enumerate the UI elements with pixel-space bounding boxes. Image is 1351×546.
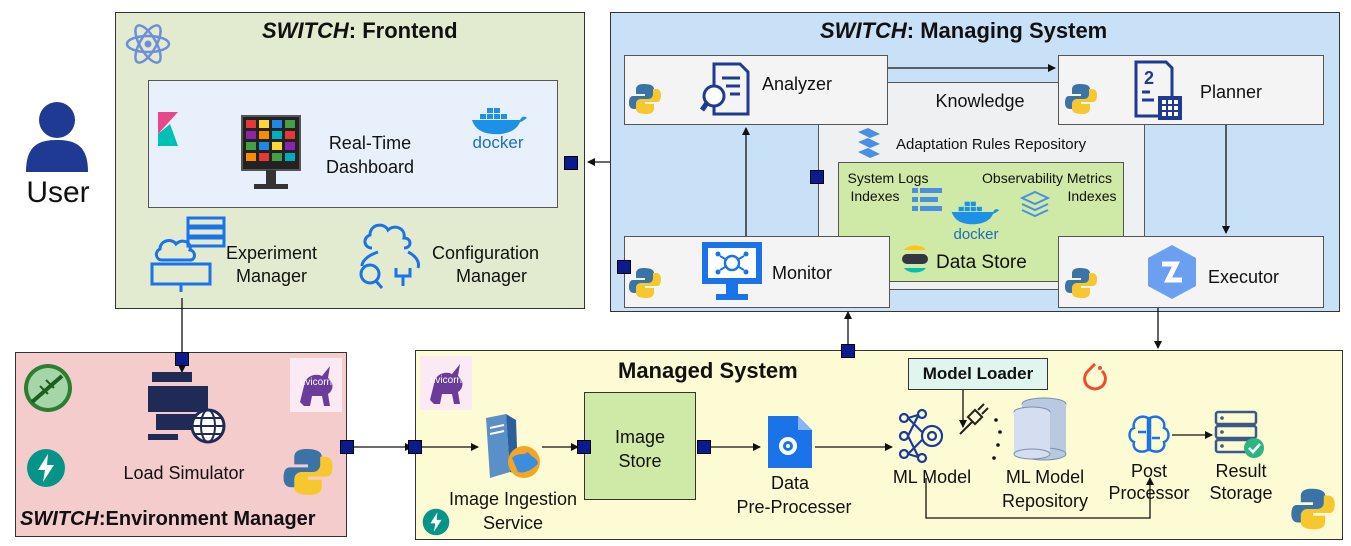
- locust-icon: [24, 364, 72, 412]
- result-storage-icon: [1214, 410, 1264, 458]
- unicorn-text: uvicorn: [299, 377, 333, 388]
- frontend-title: SWITCH: Frontend: [262, 18, 458, 44]
- unicorn-icon: [290, 358, 342, 412]
- document-gear-icon: [768, 416, 812, 468]
- post-processor-label-1: Post: [1130, 461, 1168, 481]
- monitor-screen-icon: [702, 242, 762, 300]
- arrow-ml-to-post: [925, 477, 1154, 519]
- executor-hexagon-icon: [1148, 245, 1196, 299]
- ml-model-label: ML Model: [892, 467, 972, 487]
- elasticsearch-icon: [902, 245, 928, 273]
- experiment-label-2: Manager: [236, 266, 308, 286]
- python-icon: [629, 84, 661, 114]
- server-globe-icon: [486, 414, 540, 478]
- frontend-title-italic: SWITCH: [262, 18, 349, 43]
- kibana-icon: [158, 112, 178, 146]
- port-store-right[interactable]: [697, 440, 711, 454]
- docker-icon: [951, 201, 1000, 225]
- dashboard-label-2: Dashboard: [325, 157, 415, 177]
- post-processor-brain-icon: [1128, 415, 1170, 453]
- python-icon: [629, 268, 661, 298]
- configuration-manager-icon: [359, 223, 420, 289]
- planner-icon-digit: 2: [1144, 68, 1154, 88]
- docker-text: docker: [472, 133, 524, 152]
- image-ingestion-label-1: Image Ingestion: [448, 489, 578, 509]
- managed-system-title: Managed System: [618, 358, 798, 383]
- observability-label-2: Indexes: [1067, 188, 1117, 204]
- database-icon: [1013, 397, 1067, 461]
- managing-title-rest: : Managing System: [906, 18, 1108, 43]
- load-simulator-icon: [148, 372, 226, 444]
- data-pre-label-2: Pre-Processer: [736, 497, 852, 517]
- analyzer-box[interactable]: [624, 55, 888, 125]
- executor-label: Executor: [1208, 267, 1280, 287]
- pytorch-icon: [1083, 362, 1107, 391]
- port-frontend-right[interactable]: [564, 156, 578, 170]
- data-pre-label-1: Data: [770, 473, 810, 493]
- plug-connector-icon: [959, 403, 989, 435]
- fastapi-icon: [27, 449, 65, 487]
- system-logs-label-2: Indexes: [850, 188, 900, 204]
- model-loader-label: Model Loader: [922, 364, 1034, 383]
- managing-system-title: SWITCH: Managing System: [820, 18, 1107, 44]
- monitor-label: Monitor: [772, 263, 833, 283]
- managing-title-italic: SWITCH: [820, 18, 907, 43]
- image-store-label-1: Image: [614, 427, 666, 447]
- result-storage-label-2: Storage: [1209, 483, 1273, 503]
- frontend-title-rest: : Frontend: [348, 18, 458, 43]
- planner-label: Planner: [1200, 82, 1263, 102]
- rules-repository-label: Adaptation Rules Repository: [896, 136, 1087, 153]
- user-icon: [26, 102, 88, 172]
- dashboard-box[interactable]: [148, 80, 558, 208]
- ml-repo-label-2: Repository: [1001, 491, 1089, 511]
- model-loader-box[interactable]: [908, 358, 1048, 390]
- configuration-label-2: Manager: [456, 266, 528, 286]
- port-env-top[interactable]: [175, 352, 189, 366]
- result-storage-label-1: Result: [1215, 461, 1267, 481]
- experiment-manager-icon: [150, 216, 226, 292]
- analyzer-document-search-icon: [700, 62, 750, 116]
- docker-text: docker: [953, 226, 999, 243]
- user-label: User: [26, 176, 90, 209]
- image-ingestion-label-2: Service: [482, 513, 544, 533]
- logs-index-icon: [912, 188, 942, 211]
- rules-repository-icon: [858, 128, 880, 158]
- planner-box[interactable]: [1058, 55, 1324, 125]
- data-store-label: Data Store: [936, 252, 1027, 273]
- metrics-index-icon: [1020, 190, 1050, 218]
- fastapi-icon: [422, 508, 450, 536]
- ml-model-icon: [898, 408, 944, 464]
- python-icon: [1065, 268, 1097, 298]
- react-icon: [125, 24, 171, 64]
- port-managed-top[interactable]: [841, 344, 855, 358]
- observability-label-1: Observability Metrics: [982, 170, 1112, 186]
- port-managed-left[interactable]: [408, 440, 422, 454]
- environment-title: SWITCH:Environment Manager: [20, 508, 316, 531]
- dashboard-label-1: Real-Time: [328, 133, 412, 153]
- port-knowledge-left[interactable]: [810, 170, 824, 184]
- ml-repo-label-1: ML Model: [1005, 467, 1085, 487]
- unicorn-icon: [420, 356, 472, 410]
- python-icon: [1291, 488, 1335, 530]
- docker-icon: [472, 108, 527, 135]
- environment-title-italic: SWITCH: [20, 508, 99, 530]
- analyzer-label: Analyzer: [762, 74, 833, 94]
- python-icon: [283, 449, 333, 495]
- unicorn-text: uvicorn: [429, 375, 463, 386]
- system-logs-label-1: System Logs: [847, 170, 929, 186]
- port-env-right[interactable]: [340, 440, 354, 454]
- managed-system-panel: [415, 350, 1343, 540]
- knowledge-label: Knowledge: [935, 91, 1025, 111]
- image-store-label-2: Store: [618, 451, 662, 471]
- environment-title-rest: :Environment Manager: [98, 508, 316, 530]
- post-processor-label-2: Processor: [1108, 483, 1190, 503]
- load-simulator-label: Load Simulator: [123, 463, 245, 483]
- port-monitor-left[interactable]: [617, 260, 631, 274]
- planner-icon: 2: [1134, 60, 1182, 120]
- port-store-left[interactable]: [577, 440, 591, 454]
- configuration-label-1: Configuration: [432, 243, 540, 263]
- experiment-label-1: Experiment: [226, 243, 318, 263]
- dashboard-monitor-icon: [241, 115, 301, 189]
- python-icon: [1065, 84, 1097, 114]
